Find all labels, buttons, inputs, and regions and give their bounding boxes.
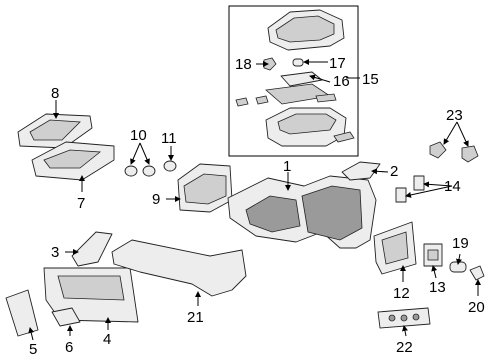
callout-6: 6 (65, 339, 73, 356)
callout-1: 1 (283, 158, 291, 175)
callout-23: 23 (446, 107, 463, 124)
console-bin-part (265, 107, 347, 147)
callout-16: 16 (333, 73, 350, 90)
callout-11: 11 (161, 130, 177, 147)
inset-box (228, 5, 359, 157)
switch-13-part (423, 243, 443, 267)
callout-8: 8 (51, 85, 59, 102)
plug-17-part (292, 58, 304, 67)
armrest-lid-part (267, 9, 345, 51)
callout-19: 19 (452, 235, 469, 252)
panel-12-part (373, 221, 417, 275)
panel-6-part (51, 307, 81, 327)
callout-15: 15 (362, 71, 379, 88)
callout-21: 21 (187, 309, 204, 326)
tray-8-part (17, 113, 93, 149)
callout-13: 13 (429, 279, 446, 296)
clips-inset-part (235, 93, 337, 107)
switch-bank-22-part (377, 307, 431, 329)
callout-3: 3 (51, 244, 59, 261)
bezel-7-part (31, 141, 115, 181)
callout-7: 7 (77, 195, 85, 212)
switch-14-part (395, 175, 425, 203)
carrier-21-part (111, 239, 247, 297)
panel-5-part (5, 289, 39, 337)
callout-5: 5 (29, 341, 37, 358)
bracket-9-part (177, 163, 233, 213)
callout-14: 14 (444, 178, 461, 195)
callout-10: 10 (130, 127, 147, 144)
callout-9: 9 (152, 191, 160, 208)
callout-20: 20 (468, 299, 485, 316)
callout-22: 22 (396, 339, 413, 356)
cup-11-part (163, 160, 177, 172)
switches-23-part (429, 141, 479, 163)
callout-2: 2 (390, 163, 398, 180)
callout-12: 12 (393, 285, 410, 302)
cups-10-part (124, 165, 156, 177)
callout-18: 18 (235, 56, 252, 73)
trim-3-part (71, 231, 113, 267)
callout-4: 4 (103, 331, 111, 348)
latch-part (333, 131, 355, 143)
callout-17: 17 (329, 55, 346, 72)
cap-20-part (469, 265, 485, 281)
console-frame-1-part (227, 175, 377, 249)
